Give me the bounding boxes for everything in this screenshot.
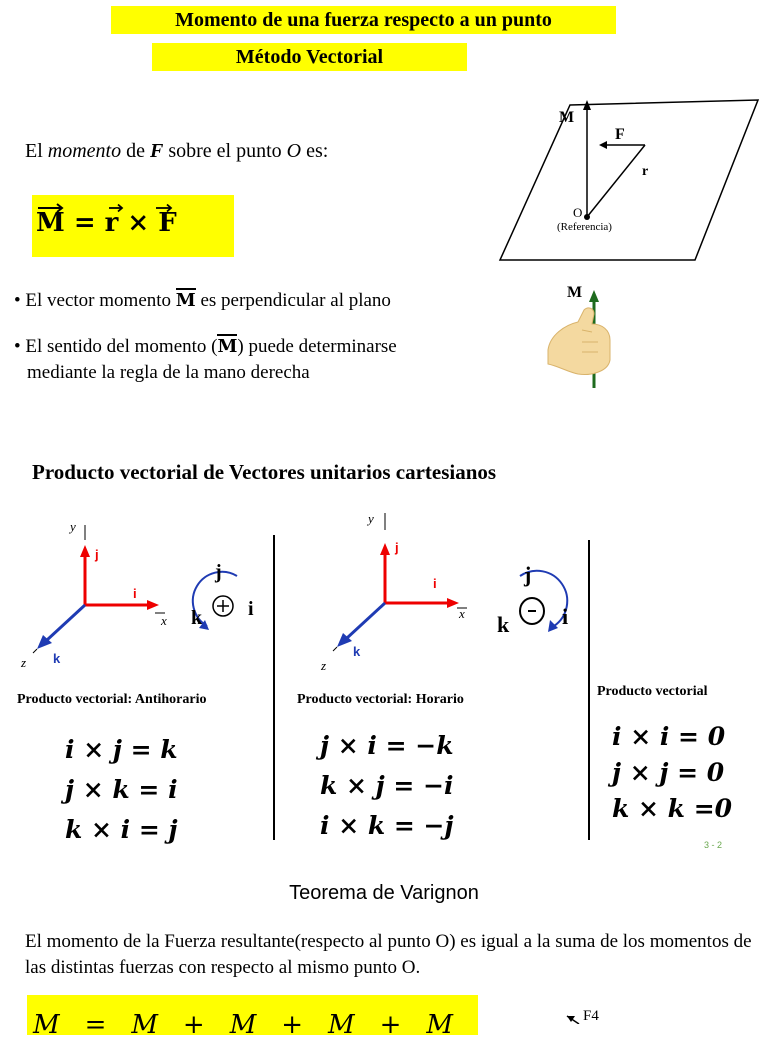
plane-label-F: F (615, 126, 625, 143)
plane-label-M: M (559, 109, 574, 126)
svg-text:k: k (53, 651, 61, 666)
section-title-cross-product: Producto vectorial de Vectores unitarios… (32, 460, 497, 484)
svg-text:z: z (20, 655, 26, 670)
equation-line: i × k = −j (320, 811, 454, 840)
plane-label-O: O (573, 205, 582, 220)
force-f4-label: F4 (566, 1008, 599, 1024)
divider-left (273, 535, 275, 840)
page-number: 3 - 2 (704, 840, 723, 850)
right-hand-icon: M (547, 284, 611, 388)
svg-text:y: y (366, 511, 374, 526)
equation-line: k × j = −i (320, 771, 454, 800)
varignon-formula: M = M + M + M + M (27, 995, 478, 1040)
svg-text:k: k (191, 607, 203, 629)
equation-line: j × i = −k (320, 731, 454, 760)
svg-text:M = M + M + M + M: M = M + M + M + M (32, 1010, 454, 1035)
svg-text:z: z (320, 658, 326, 673)
svg-text:j: j (394, 540, 399, 555)
moment-formula-text: M = r × F (36, 208, 177, 238)
svg-text:j: j (523, 562, 531, 587)
page-title: Momento de una fuerza respecto a un punt… (111, 6, 616, 34)
svg-text:k: k (497, 612, 510, 637)
equations-counterclockwise: i × j = k j × k = i k × i = j (65, 730, 178, 850)
varignon-title: Teorema de Varignon (289, 882, 479, 904)
equation-line: k × k =0 (612, 794, 733, 823)
rotation-counterclockwise-icon: j k i (191, 561, 254, 630)
equations-clockwise: j × i = −k k × j = −i i × k = −j (320, 726, 454, 846)
rotation-clockwise-icon: j k i (497, 562, 569, 637)
equation-line: j × k = i (65, 775, 178, 804)
svg-text:F4: F4 (583, 1008, 599, 1024)
equations-self-product: i × i = 0 j × j = 0 k × k =0 (612, 719, 732, 827)
svg-text:y: y (68, 519, 76, 534)
plane-label-r: r (642, 164, 648, 179)
caption-self-product: Producto vectorial (597, 684, 708, 699)
equation-line: i × j = k (65, 735, 178, 764)
divider-right (588, 540, 590, 840)
axes-diagram-left: y j i x k z (20, 519, 167, 670)
caption-clockwise: Producto vectorial: Horario (297, 692, 464, 707)
varignon-statement: El momento de la Fuerza resultante(respe… (25, 931, 752, 978)
svg-text:k: k (353, 644, 361, 659)
intro-text: El momento de F sobre el punto O es: (25, 140, 329, 162)
caption-counterclockwise: Producto vectorial: Antihorario (17, 692, 207, 707)
svg-text:i: i (133, 586, 137, 601)
plane-moment-diagram: M F r O (Referencia) (498, 99, 760, 261)
equation-line: i × i = 0 (612, 722, 726, 751)
moment-formula: M = r × F (32, 195, 234, 257)
bullet-perpendicular: • El vector momento M es perpendicular a… (14, 288, 391, 311)
svg-text:j: j (214, 561, 222, 583)
svg-text:x: x (458, 606, 465, 621)
equation-line: k × i = j (65, 815, 178, 844)
equation-line: j × j = 0 (612, 758, 725, 787)
axes-diagram-middle: y j i x k z (320, 511, 467, 673)
page-subtitle: Método Vectorial (152, 43, 467, 71)
svg-text:x: x (160, 613, 167, 628)
svg-text:i: i (248, 598, 254, 620)
svg-text:i: i (433, 576, 437, 591)
bullet-right-hand: • El sentido del momento (M) puede deter… (14, 334, 397, 383)
svg-text:M: M (567, 284, 582, 301)
svg-text:i: i (562, 604, 568, 629)
plane-label-ref: (Referencia) (557, 221, 612, 233)
svg-text:j: j (94, 547, 99, 562)
